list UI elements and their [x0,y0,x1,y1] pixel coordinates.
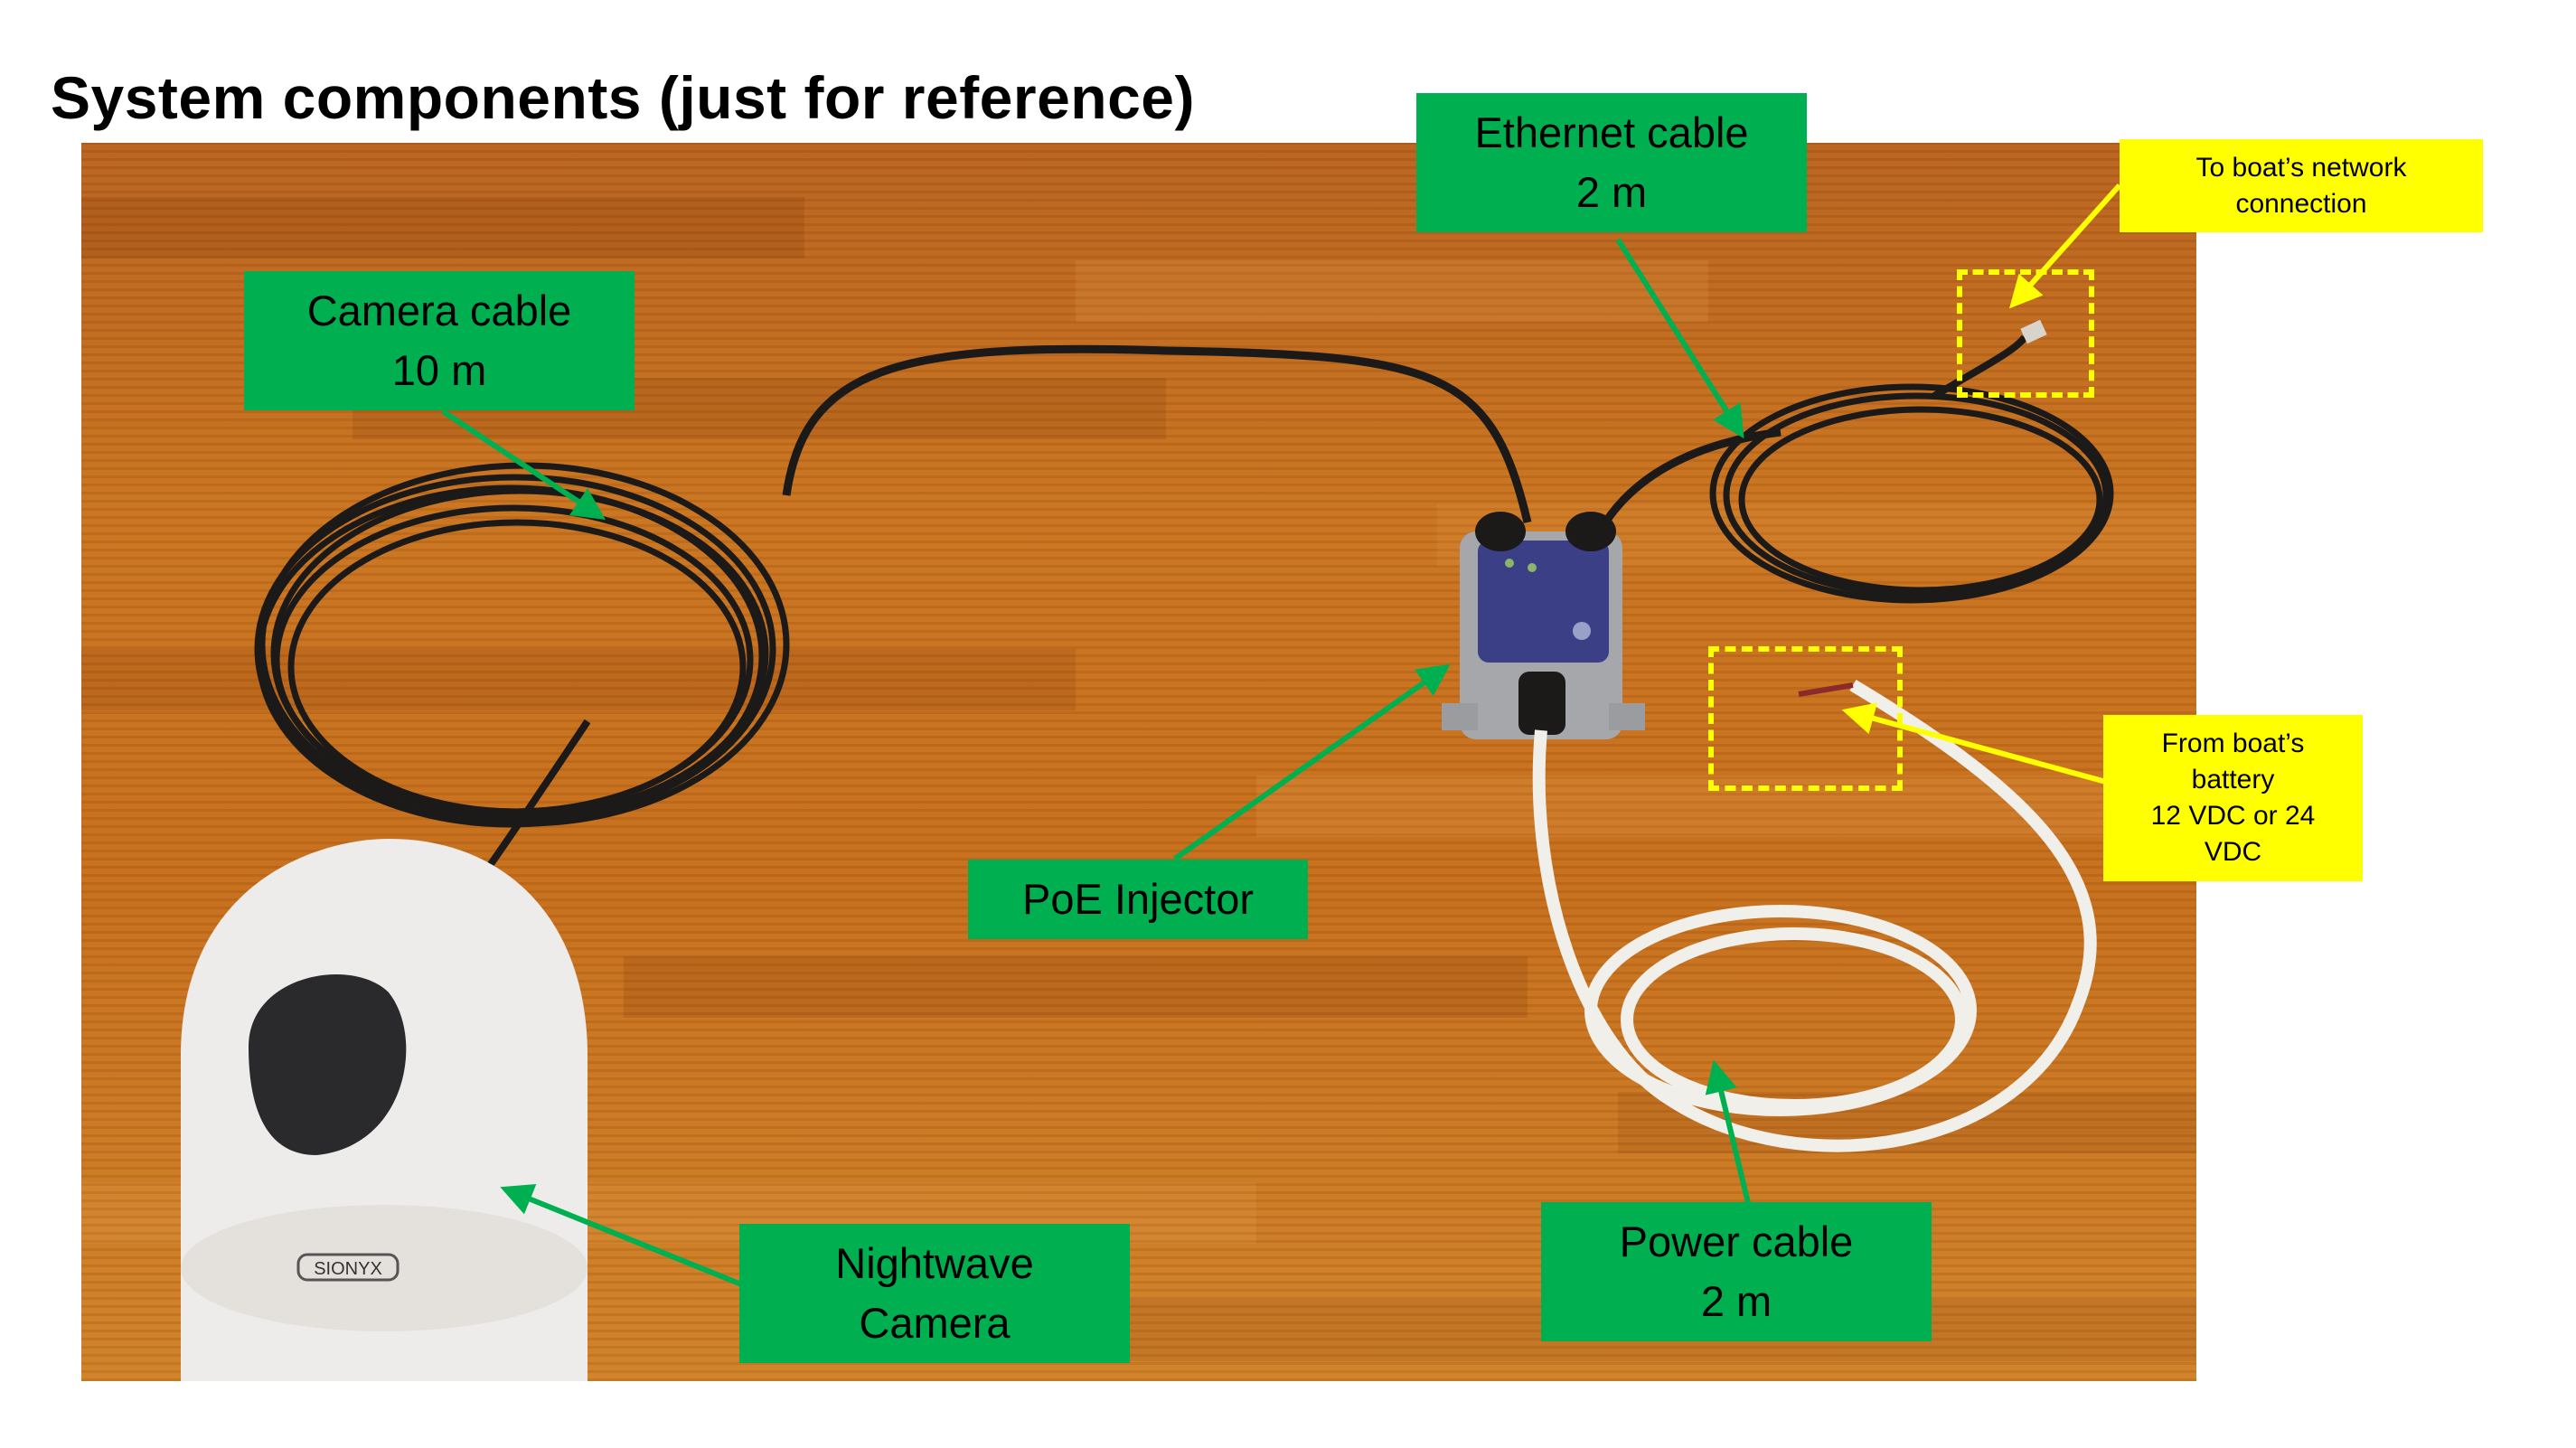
power-cable-wire-ends [1798,682,1854,697]
network-connection-label-line1: To boat’s network [2195,152,2407,183]
ethernet-cable-end [1932,334,2028,400]
wood-plank [624,956,1528,1018]
power-cable-label-line1: Power cable [1619,1218,1854,1265]
ethernet-cable-coil [1709,383,2114,604]
nightwave-camera-label-line2: Camera [859,1299,1011,1347]
network-connection-label: To boat’s network connection [2120,139,2483,232]
slide-title: System components (just for reference) [51,64,1195,131]
product-photo: SIONYX [81,143,2196,1381]
camera-cable-label-line1: Camera cable [306,287,572,334]
nightwave-camera-device: SIONYX [181,839,588,1381]
ethernet-cable-to-injector [1596,428,1782,534]
power-cable-label: Power cable 2 m [1541,1202,1932,1341]
battery-label: From boat’s battery 12 VDC or 24 VDC [2103,715,2363,881]
nightwave-camera-label-line1: Nightwave [835,1239,1034,1287]
power-cable-coil [1532,679,2097,1152]
poe-injector-label-line1: PoE Injector [1021,875,1255,923]
rj45-connector [2020,319,2047,344]
sionyx-logo: SIONYX [314,1259,382,1279]
camera-cable-label-line2: 10 m [391,346,487,394]
ethernet-cable-label: Ethernet cable 2 m [1416,93,1807,232]
wood-plank [1076,260,1708,322]
power-cable-label-line2: 2 m [1700,1277,1772,1325]
network-connector-highlight [1957,269,2094,398]
network-connection-label-line2: connection [2235,188,2367,219]
camera-cable-label: Camera cable 10 m [244,271,635,410]
battery-label-line1: From boat’s [2161,729,2305,758]
ethernet-cable-label-line2: 2 m [1575,168,1648,216]
camera-cable-coil [254,462,790,828]
battery-label-line2: battery [2191,765,2275,795]
ethernet-cable-label-line1: Ethernet cable [1474,108,1749,156]
battery-label-line4: VDC [2204,837,2262,867]
nightwave-camera-label: Nightwave Camera [739,1224,1130,1363]
wood-plank [81,197,804,259]
poe-injector-device [1442,512,1645,739]
wood-plank [81,649,1076,710]
poe-injector-label: PoE Injector [968,860,1308,939]
battery-label-line3: 12 VDC or 24 [2150,801,2316,831]
battery-wire-highlight [1708,646,1903,791]
camera-cable-run [782,344,1532,524]
